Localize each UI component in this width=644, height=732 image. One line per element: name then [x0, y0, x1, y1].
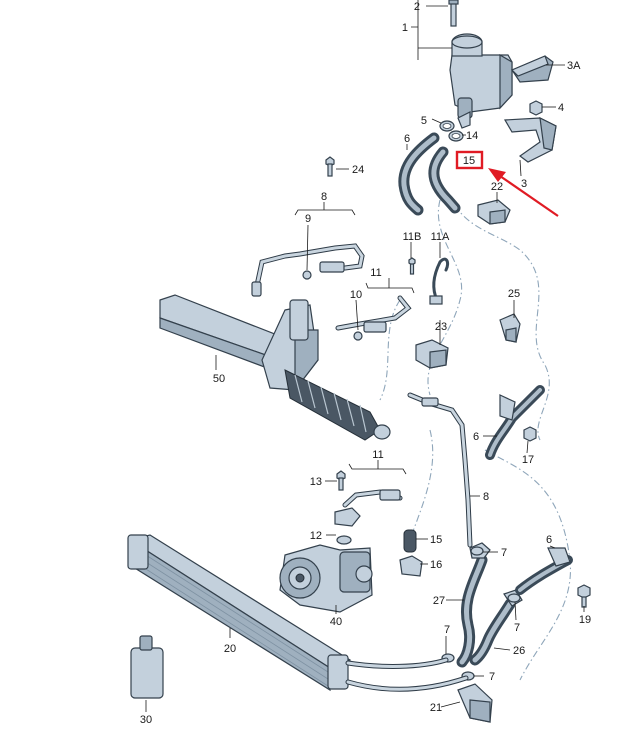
label-part-23: 23 [435, 321, 447, 333]
hose-part-15-top [428, 146, 461, 214]
label-part-8-upper: 8 [321, 191, 327, 203]
label-part-4: 4 [558, 102, 564, 114]
hose-part-6-right [485, 385, 545, 460]
label-part-13: 13 [310, 476, 322, 488]
label-part-30: 30 [140, 714, 152, 726]
bolt-part-2 [448, 0, 459, 27]
pressure-line-part-8-upper [251, 243, 365, 297]
label-part-10: 10 [350, 289, 362, 301]
clamp-part-5 [439, 120, 455, 132]
clip-part-23 [415, 339, 449, 369]
nut-part-4 [529, 100, 543, 116]
hose-part-6-top [398, 132, 440, 216]
label-part-26: 26 [513, 645, 525, 657]
label-part-16: 16 [430, 559, 442, 571]
nut-part-17 [523, 426, 537, 442]
bracket-part-21 [457, 683, 493, 723]
highlight-arrow [488, 168, 559, 217]
label-part-7-a: 7 [501, 547, 507, 559]
reservoir-part-1 [449, 33, 513, 129]
leader-lines [145, 0, 585, 712]
label-part-7-c: 7 [444, 624, 450, 636]
label-part-1: 1 [402, 22, 408, 34]
label-part-6-right: 6 [473, 431, 479, 443]
clip-part-22 [477, 199, 511, 225]
label-part-5: 5 [421, 115, 427, 127]
hose-part-15-lower [403, 529, 417, 553]
label-part-21: 21 [430, 702, 442, 714]
bolt-part-13 [336, 470, 346, 491]
label-part-2: 2 [414, 1, 420, 13]
pressure-line-part-8-lower [407, 392, 473, 548]
oil-cooler-part-20 [127, 534, 469, 692]
part-labels: 2 1 3A 4 5 14 6 15 22 3 24 8 9 11B 11A 1… [140, 1, 591, 726]
clamp-part-14 [448, 130, 464, 142]
label-part-12: 12 [310, 530, 322, 542]
label-part-8-lower: 8 [483, 491, 489, 503]
label-part-15-lower: 15 [430, 534, 442, 546]
label-part-22: 22 [491, 181, 503, 193]
bracket-part-3 [503, 116, 557, 163]
label-part-27: 27 [433, 595, 445, 607]
label-part-15-highlighted: 15 [463, 155, 475, 167]
pressure-line-part-11-lower [342, 489, 403, 508]
label-part-11a: 11A [431, 231, 450, 243]
label-part-7-b: 7 [514, 622, 520, 634]
label-part-24: 24 [352, 164, 364, 176]
clip-part-16 [399, 555, 423, 577]
label-part-9: 9 [305, 213, 311, 225]
union-part-12 [334, 507, 361, 545]
label-part-11-upper: 11 [370, 267, 381, 279]
label-part-3a: 3A [567, 60, 581, 72]
pressure-line-part-11-upper [335, 295, 412, 341]
label-part-25: 25 [508, 288, 520, 300]
label-part-19: 19 [579, 614, 591, 626]
label-part-6-top: 6 [404, 133, 410, 145]
screw-part-11b [408, 257, 416, 275]
highlight-box-part-15 [455, 150, 484, 170]
bolt-part-19 [577, 584, 591, 608]
power-steering-pump-part-40 [279, 544, 373, 613]
label-part-17: 17 [522, 454, 534, 466]
hose-part-6-lower [515, 547, 573, 595]
steering-rack-part-50 [159, 294, 391, 441]
clip-part-25 [499, 313, 521, 343]
fluid-bottle-part-30 [130, 635, 164, 699]
label-part-14: 14 [466, 130, 478, 142]
bracket-part-11a [429, 257, 450, 305]
bracket-part-3a [510, 55, 554, 83]
bolt-part-24 [325, 156, 335, 177]
label-part-7-d: 7 [489, 671, 495, 683]
label-part-40: 40 [330, 616, 342, 628]
label-part-11-lower: 11 [372, 449, 383, 461]
label-part-50: 50 [213, 373, 225, 385]
label-part-3: 3 [521, 178, 527, 190]
label-part-6-lower: 6 [546, 534, 552, 546]
label-part-20: 20 [224, 643, 236, 655]
label-part-11b: 11B [403, 231, 422, 243]
